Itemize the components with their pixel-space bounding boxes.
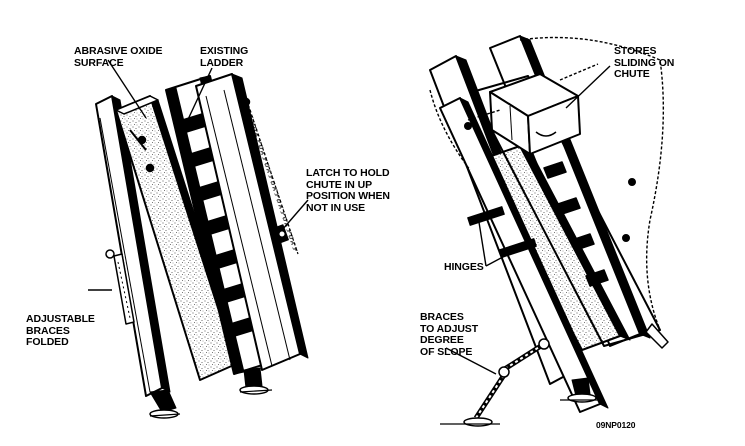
chute-folded-drawing [88, 59, 309, 419]
hinge-hardware [464, 122, 636, 258]
label-line: OF SLOPE [420, 345, 473, 358]
figure-code: 09NP0120 [596, 420, 636, 430]
label-line: ABRASIVE OXIDE [74, 45, 163, 57]
label-latch: LATCH TO HOLD CHUTE IN UP POSITION WHEN … [306, 167, 390, 214]
label-line: DEGREE [420, 334, 464, 346]
label-stores-sliding: STORES SLIDING ON CHUTE [614, 45, 675, 81]
label-line: HINGES [444, 261, 484, 273]
label-line: LADDER [200, 56, 244, 69]
left-chain-links [241, 85, 299, 255]
left-side-rail [95, 95, 171, 397]
right-hinged-rail [439, 97, 609, 413]
label-hinges: HINGES [444, 261, 484, 274]
label-line: STORES [614, 45, 657, 57]
label-line: CHUTE [614, 68, 650, 80]
label-abrasive-oxide-surface: ABRASIVE OXIDE SURFACE [74, 45, 163, 69]
label-line: CHUTE IN UP [306, 178, 372, 191]
chute-pins [129, 97, 251, 173]
latch [273, 224, 289, 244]
label-line: ADJUSTABLE [26, 313, 95, 325]
chute-in-use-drawing [429, 35, 669, 427]
right-cross-chain-2 [559, 63, 599, 81]
right-feet [440, 323, 669, 427]
label-line: FOLDED [26, 336, 69, 348]
label-adjustable-braces-folded: ADJUSTABLE BRACES FOLDED [26, 313, 95, 349]
left-feet [149, 367, 273, 419]
label-line: SLIDING ON [614, 56, 675, 69]
label-line: SURFACE [74, 56, 124, 69]
label-line: TO ADJUST [420, 322, 479, 335]
label-line: LATCH TO HOLD [306, 167, 390, 179]
folded-adjustable-braces [105, 249, 135, 325]
label-line: EXISTING [200, 45, 249, 57]
right-side-rail [195, 73, 309, 371]
label-line: NOT IN USE [306, 201, 366, 214]
right-side-chain [429, 89, 471, 171]
label-line: BRACES [420, 311, 464, 323]
slope-braces [473, 338, 550, 420]
label-braces-slope: BRACES TO ADJUST DEGREE OF SLOPE [420, 311, 479, 358]
left-leader-lines [88, 59, 309, 291]
label-line: POSITION WHEN [306, 190, 390, 202]
right-cross-chain-1 [467, 109, 501, 121]
right-upper-chain [519, 36, 665, 331]
label-line: BRACES [26, 324, 70, 337]
label-existing-ladder: EXISTING LADDER [200, 45, 249, 69]
right-leader-lines [445, 65, 611, 375]
